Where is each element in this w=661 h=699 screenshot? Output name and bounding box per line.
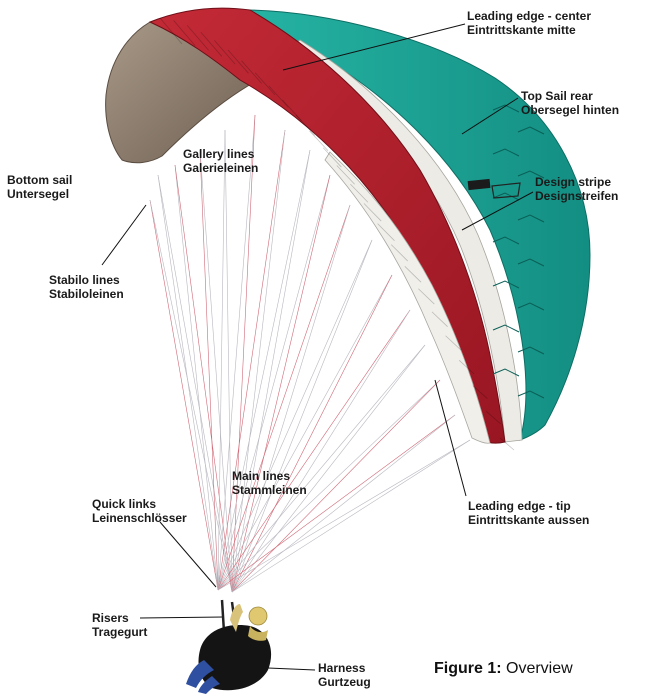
label-risers: Risers Tragegurt [92, 611, 147, 639]
label-gallery-lines-de: Galerieleinen [183, 161, 258, 175]
label-risers-en: Risers [92, 611, 147, 625]
label-bottom-sail-en: Bottom sail [7, 173, 72, 187]
label-stabilo-lines-de: Stabiloleinen [49, 287, 124, 301]
label-design-stripe-de: Designstreifen [535, 189, 618, 203]
label-design-stripe: Design stripe Designstreifen [535, 175, 618, 203]
suspension-line [200, 150, 218, 590]
leader-stabilo-lines [102, 205, 146, 265]
label-harness-en: Harness [318, 661, 371, 675]
label-bottom-sail: Bottom sail Untersegel [7, 173, 72, 201]
label-design-stripe-en: Design stripe [535, 175, 618, 189]
suspension-line [232, 440, 470, 592]
suspension-line [218, 310, 410, 590]
label-main-lines: Main lines Stammleinen [232, 469, 307, 497]
label-quick-links-de: Leinenschlösser [92, 511, 187, 525]
suspension-line [232, 115, 255, 592]
suspension-line [218, 415, 455, 590]
label-bottom-sail-de: Untersegel [7, 187, 72, 201]
suspension-line [175, 165, 218, 590]
figure-caption: Figure 1: Overview [434, 660, 573, 678]
figure-caption-prefix: Figure 1: [434, 660, 502, 677]
suspension-line [232, 310, 410, 592]
suspension-line [218, 130, 285, 590]
label-stabilo-lines: Stabilo lines Stabiloleinen [49, 273, 124, 301]
label-leading-edge-tip: Leading edge - tip Eintrittskante aussen [468, 499, 589, 527]
label-harness: Harness Gurtzeug [318, 661, 371, 689]
label-top-sail-rear-de: Obersegel hinten [521, 103, 619, 117]
label-top-sail-rear-en: Top Sail rear [521, 89, 619, 103]
suspension-line [232, 205, 350, 592]
label-harness-de: Gurtzeug [318, 675, 371, 689]
suspension-line [225, 130, 232, 592]
suspension-line [218, 275, 392, 590]
label-leading-edge-center: Leading edge - center Eintrittskante mit… [467, 9, 591, 37]
label-quick-links: Quick links Leinenschlösser [92, 497, 187, 525]
leader-risers [140, 617, 224, 618]
suspension-line [218, 345, 425, 590]
label-leading-edge-tip-de: Eintrittskante aussen [468, 513, 589, 527]
canopy [106, 8, 590, 450]
label-main-lines-de: Stammleinen [232, 483, 307, 497]
pilot [186, 600, 271, 694]
suspension-line [218, 150, 310, 590]
label-top-sail-rear: Top Sail rear Obersegel hinten [521, 89, 619, 117]
suspension-line [232, 130, 285, 592]
figure-caption-text: Overview [502, 660, 573, 677]
suspension-line [232, 275, 392, 592]
label-gallery-lines: Gallery lines Galerieleinen [183, 147, 258, 175]
suspension-line [150, 200, 232, 592]
label-leading-edge-tip-en: Leading edge - tip [468, 499, 589, 513]
pilot-head [249, 607, 267, 625]
label-risers-de: Tragegurt [92, 625, 147, 639]
leader-harness [268, 668, 315, 670]
suspension-line [218, 130, 225, 590]
suspension-line [158, 175, 218, 590]
suspension-line [218, 440, 470, 590]
suspension-line [232, 150, 310, 592]
label-gallery-lines-en: Gallery lines [183, 147, 258, 161]
label-leading-edge-center-en: Leading edge - center [467, 9, 591, 23]
label-stabilo-lines-en: Stabilo lines [49, 273, 124, 287]
label-quick-links-en: Quick links [92, 497, 187, 511]
label-main-lines-en: Main lines [232, 469, 307, 483]
label-leading-edge-center-de: Eintrittskante mitte [467, 23, 591, 37]
